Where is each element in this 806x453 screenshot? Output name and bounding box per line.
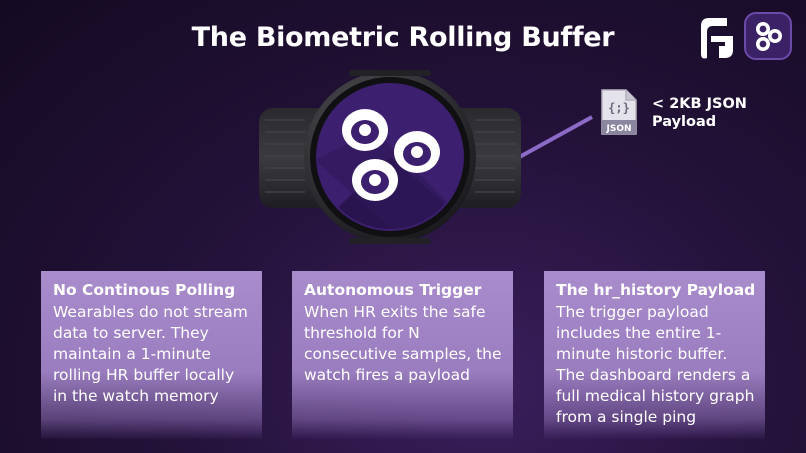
json-file-icon: {;} JSON [601, 89, 637, 135]
payload-size-label: < 2KB JSON Payload [652, 96, 747, 130]
json-icon-label: JSON [605, 124, 631, 134]
card-title: No Continous Polling [53, 281, 236, 299]
card-body: The trigger payload includes the entire … [556, 303, 755, 426]
card-no-continuous-polling: No Continous Polling Wearables do not st… [41, 271, 262, 439]
card-autonomous-trigger: Autonomous Trigger When HR exits the saf… [292, 271, 513, 439]
card-hr-history-payload: The hr_history Payload The trigger paylo… [544, 271, 765, 439]
card-body: When HR exits the safe threshold for N c… [304, 303, 502, 384]
page-title: The Biometric Rolling Buffer [191, 22, 615, 53]
json-glyph: {;} [608, 101, 630, 115]
smartwatch-icon [259, 70, 521, 244]
card-title: Autonomous Trigger [304, 281, 482, 299]
card-title: The hr_history Payload [556, 281, 756, 299]
g-logo-icon [701, 18, 733, 59]
app-logo-icon[interactable] [744, 12, 792, 60]
card-body: Wearables do not stream data to server. … [53, 303, 248, 405]
